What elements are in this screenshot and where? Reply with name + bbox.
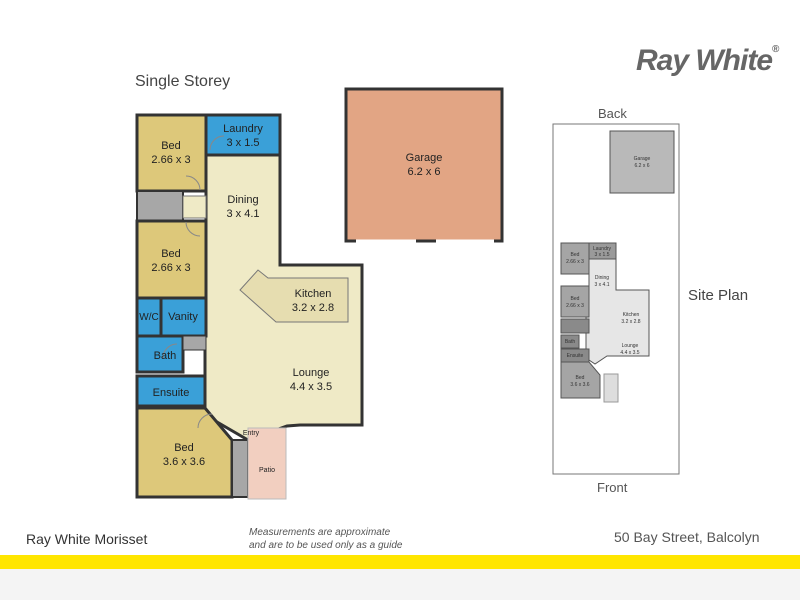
site-bed2-size: 2.66 x 3 xyxy=(566,303,584,309)
site-bed1-label: Bed xyxy=(571,252,580,258)
garage-size: 6.2 x 6 xyxy=(407,166,440,178)
ensuite-room xyxy=(135,374,207,408)
site-laundry-label: Laundry xyxy=(593,246,612,252)
site-bed2-label: Bed xyxy=(571,296,580,302)
site-lounge-label: Lounge xyxy=(622,343,639,349)
lounge-size: 4.4 x 3.5 xyxy=(290,381,332,393)
site-bed3-label: Bed xyxy=(576,375,585,381)
site-front-label: Front xyxy=(597,480,628,495)
plan-title: Single Storey xyxy=(135,73,231,90)
site-back-label: Back xyxy=(598,106,627,121)
bed1-label: Bed xyxy=(161,140,181,152)
site-garage xyxy=(609,130,675,194)
site-plan-title: Site Plan xyxy=(688,287,749,304)
patio-label: Patio xyxy=(259,467,275,474)
bed3-label: Bed xyxy=(174,442,194,454)
garage-label: Garage xyxy=(406,152,443,164)
site-bed3 xyxy=(560,361,601,399)
vanity-room xyxy=(159,296,208,338)
bath-label: Bath xyxy=(154,350,177,362)
site-garage-size: 6.2 x 6 xyxy=(634,163,649,169)
site-bath xyxy=(560,334,580,349)
bed3-size: 3.6 x 3.6 xyxy=(163,456,205,468)
logo-text: Ray White xyxy=(636,44,773,77)
bedroom-2 xyxy=(135,219,208,300)
dining-label: Dining xyxy=(227,194,258,206)
dining-size: 3 x 4.1 xyxy=(226,208,259,220)
site-bed1-size: 2.66 x 3 xyxy=(566,259,584,265)
ray-white-logo: Ray White® xyxy=(636,44,779,78)
agency-name: Ray White Morisset xyxy=(26,531,148,547)
garage xyxy=(344,87,504,243)
site-lounge-size: 4.4 x 3.5 xyxy=(620,350,639,356)
site-bed2 xyxy=(560,285,590,318)
entry-label: Entry xyxy=(243,430,260,437)
laundry-label: Laundry xyxy=(223,123,263,135)
site-kitchen-label: Kitchen xyxy=(623,312,640,318)
site-garage-label: Garage xyxy=(634,156,651,162)
bath-room xyxy=(135,334,185,374)
site-bath-label: Bath xyxy=(565,339,576,345)
footer-background xyxy=(0,569,800,600)
site-laundry-size: 3 x 1.5 xyxy=(594,252,609,258)
disclaimer: Measurements are approximate and are to … xyxy=(249,526,402,552)
bed1-size: 2.66 x 3 xyxy=(151,154,190,166)
bed2-label: Bed xyxy=(161,248,181,260)
disclaimer-line-2: and are to be used only as a guide xyxy=(249,540,403,551)
door-swing-laundry xyxy=(209,135,225,151)
site-dining-label: Dining xyxy=(595,275,609,281)
bed2-size: 2.66 x 3 xyxy=(151,262,190,274)
hall-strip-1 xyxy=(136,190,184,222)
hall-strip-2 xyxy=(182,335,207,351)
kitchen-bench xyxy=(239,269,349,323)
door-swing-bed3 xyxy=(197,413,213,429)
disclaimer-line-1: Measurements are approximate xyxy=(249,527,391,538)
side-passage xyxy=(231,439,249,498)
site-bed3-size: 3.6 x 3.6 xyxy=(570,382,589,388)
patio-area xyxy=(247,427,287,500)
vanity-label: Vanity xyxy=(168,311,198,323)
hall-door-1 xyxy=(182,195,207,219)
site-wet-1 xyxy=(560,318,590,334)
kitchen-size: 3.2 x 2.8 xyxy=(292,302,334,314)
door-swing-bath xyxy=(162,343,178,359)
site-laundry xyxy=(588,242,617,260)
site-kitchen-size: 3.2 x 2.8 xyxy=(621,319,640,325)
property-address: 50 Bay Street, Balcolyn xyxy=(614,529,760,545)
site-patio xyxy=(603,373,619,403)
site-bed1 xyxy=(560,242,590,275)
floor-plan-drawing: Bed 2.66 x 3 Laundry 3 x 1.5 Dining 3 x … xyxy=(135,87,680,500)
ensuite-label: Ensuite xyxy=(153,387,190,399)
door-swing-bed2 xyxy=(185,221,201,237)
registered-mark: ® xyxy=(772,44,779,55)
door-swing-bed1 xyxy=(185,175,201,191)
laundry-size: 3 x 1.5 xyxy=(226,137,259,149)
site-ensuite-label: Ensuite xyxy=(567,353,584,359)
laundry-room xyxy=(204,113,282,157)
wc-label: W/C xyxy=(139,312,158,323)
site-dining-size: 3 x 4.1 xyxy=(594,282,609,288)
kitchen-label: Kitchen xyxy=(295,288,332,300)
brand-accent-bar xyxy=(0,555,800,569)
lounge-label: Lounge xyxy=(293,367,330,379)
